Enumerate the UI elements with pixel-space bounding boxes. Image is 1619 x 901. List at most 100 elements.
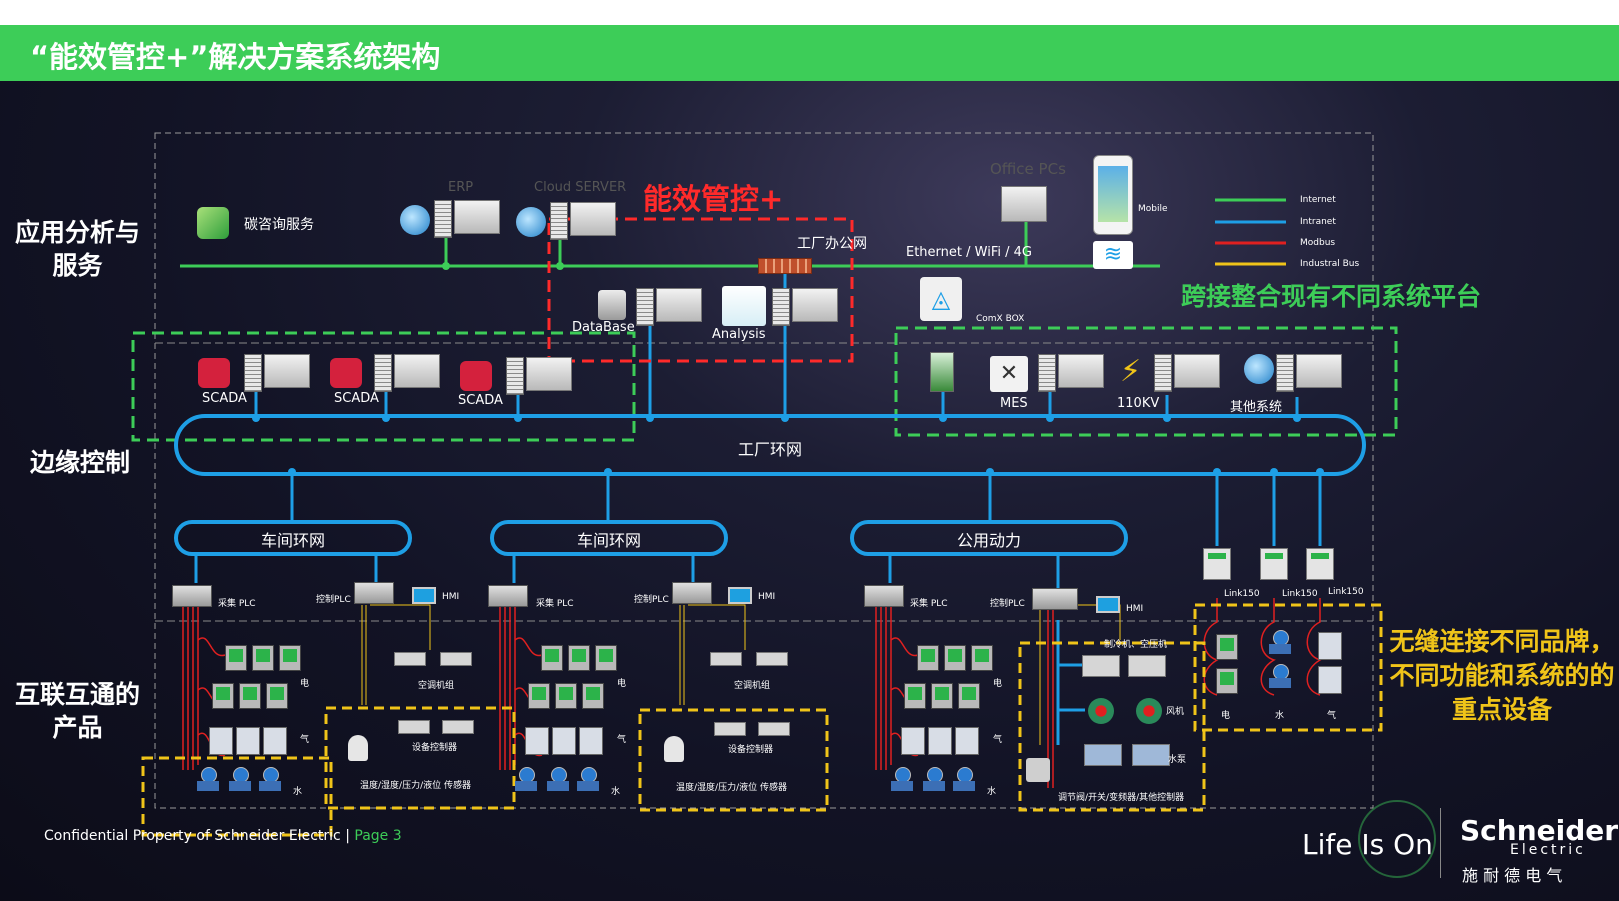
life-is-on-logo: Life Is On (1302, 828, 1433, 861)
power-meter-icon (212, 683, 234, 709)
hmi-screen-icon (728, 587, 752, 604)
legend-intranet: Intranet (1300, 217, 1336, 227)
water-flowmeter-icon (1268, 630, 1292, 656)
other-systems-label: 其他系统 (1230, 400, 1283, 415)
life-is-on-ring (1358, 800, 1436, 878)
globe-icon (516, 207, 546, 237)
utility-ring-label: 公用动力 (956, 531, 1021, 550)
section-label-app: 应用分析与服务 (14, 218, 140, 280)
collect-plc-label: 采集 PLC (910, 599, 948, 609)
section-label-products: 互联互通的产品 (14, 680, 140, 742)
sensor-icon (664, 736, 684, 762)
office-pcs-label: Office PCs (990, 160, 1066, 178)
scada-app-icon (460, 361, 492, 391)
water-label: 水 (611, 787, 621, 797)
lightning-icon: ⚡ (1120, 354, 1142, 389)
link150-gateway-icon (1203, 548, 1231, 580)
water-flowmeter-icon (1268, 664, 1292, 690)
link150-label-3: Link150 (1328, 587, 1364, 597)
callout-platforms: 跨接整合现有不同系统平台 (1180, 282, 1481, 311)
electric-label: 电 (300, 679, 310, 689)
water-flowmeter-icon (890, 767, 914, 793)
workshop-ring-2 (490, 520, 728, 556)
power-meter-icon (279, 645, 301, 671)
hmi-screen-icon (1096, 596, 1120, 613)
power-meter-icon (944, 645, 966, 671)
scada-app-icon (330, 358, 362, 388)
power-meter-icon (1216, 634, 1238, 660)
cloud-server-label: Cloud SERVER (534, 180, 627, 195)
hmi-label: HMI (1126, 604, 1144, 614)
collect-plc-icon (488, 585, 528, 607)
analysis-chart-icon (722, 286, 766, 326)
electric-label: 电 (1221, 711, 1231, 721)
pump-icon (1132, 744, 1170, 766)
workshop-ring-label-1: 车间环网 (260, 531, 325, 550)
meter-icon (955, 727, 979, 755)
other-server-icon (1276, 354, 1342, 392)
controller-icon (442, 720, 474, 734)
hmi-label: HMI (758, 592, 776, 602)
power-meter-icon (541, 645, 563, 671)
water-flowmeter-icon (922, 767, 946, 793)
collect-plc-label: 采集 PLC (536, 599, 574, 609)
top-white-strip (0, 0, 1619, 25)
electric-logo-text: Electric (1510, 842, 1586, 858)
firewall-icon (758, 258, 812, 274)
power-meter-icon (225, 645, 247, 671)
water-label: 水 (1275, 711, 1285, 721)
valves-label: 调节阀/开关/变频器/其他控制器 (1058, 793, 1185, 803)
ethernet-label: Ethernet / WiFi / 4G (906, 245, 1032, 260)
controller-icon (758, 722, 790, 736)
scada-label-3: SCADA (458, 393, 503, 408)
workshop-ring-label-2: 车间环网 (576, 531, 641, 550)
power-meter-icon (252, 645, 274, 671)
chiller-label: 制冷机、空压机 (1104, 640, 1168, 650)
section-label-edge: 边缘控制 (29, 448, 130, 477)
control-plc-label: 控制PLC (316, 595, 351, 605)
power-meter-icon (568, 645, 590, 671)
electric-label: 电 (617, 679, 627, 689)
meter-icon (901, 727, 925, 755)
steam-label: 气 (300, 735, 310, 745)
gateway-module-icon (930, 352, 954, 392)
compressor-icon (1128, 655, 1166, 677)
power-meter-icon (555, 683, 577, 709)
scada-label-1: SCADA (202, 391, 247, 406)
footer-divider (1440, 808, 1441, 878)
power-meter-icon (595, 645, 617, 671)
mobile-phone-icon (1093, 155, 1133, 235)
link150-gateway-icon (1260, 548, 1288, 580)
erp-label: ERP (448, 180, 474, 195)
controller-icon (398, 720, 430, 734)
mobile-label: Mobile (1138, 204, 1168, 214)
ac-label: 空调机组 (734, 681, 771, 691)
power-meter-icon (904, 683, 926, 709)
collect-plc-icon (172, 585, 212, 607)
power-meter-icon (931, 683, 953, 709)
analysis-label: Analysis (712, 327, 766, 342)
water-flowmeter-icon (258, 767, 282, 793)
factory-ring-label: 工厂环网 (737, 440, 802, 459)
antenna-icon: ◬ (920, 277, 962, 321)
meter-icon (209, 727, 233, 755)
ac-unit-icon (710, 652, 742, 666)
footer-text: Confidential Property of Schneider Elect… (44, 828, 402, 844)
steam-label: 气 (993, 735, 1003, 745)
control-plc-icon (1032, 588, 1078, 610)
ac-unit-icon (756, 652, 788, 666)
mes-label: MES (1000, 396, 1028, 411)
legend-industral-bus: Industral Bus (1300, 259, 1360, 269)
fan-icon (1136, 698, 1162, 724)
sensor-icon (348, 735, 368, 761)
factory-ring-network (174, 414, 1366, 476)
control-plc-icon (672, 582, 712, 604)
title-bar: “能效管控+”解决方案系统架构 (0, 25, 1619, 81)
sensor-label: 温度/湿度/压力/液位 传感器 (360, 781, 471, 791)
hmi-label: HMI (442, 592, 460, 602)
valve-icon (1026, 758, 1050, 782)
water-flowmeter-icon (546, 767, 570, 793)
ac-unit-icon (394, 652, 426, 666)
water-flowmeter-icon (952, 767, 976, 793)
controller-icon (714, 722, 746, 736)
